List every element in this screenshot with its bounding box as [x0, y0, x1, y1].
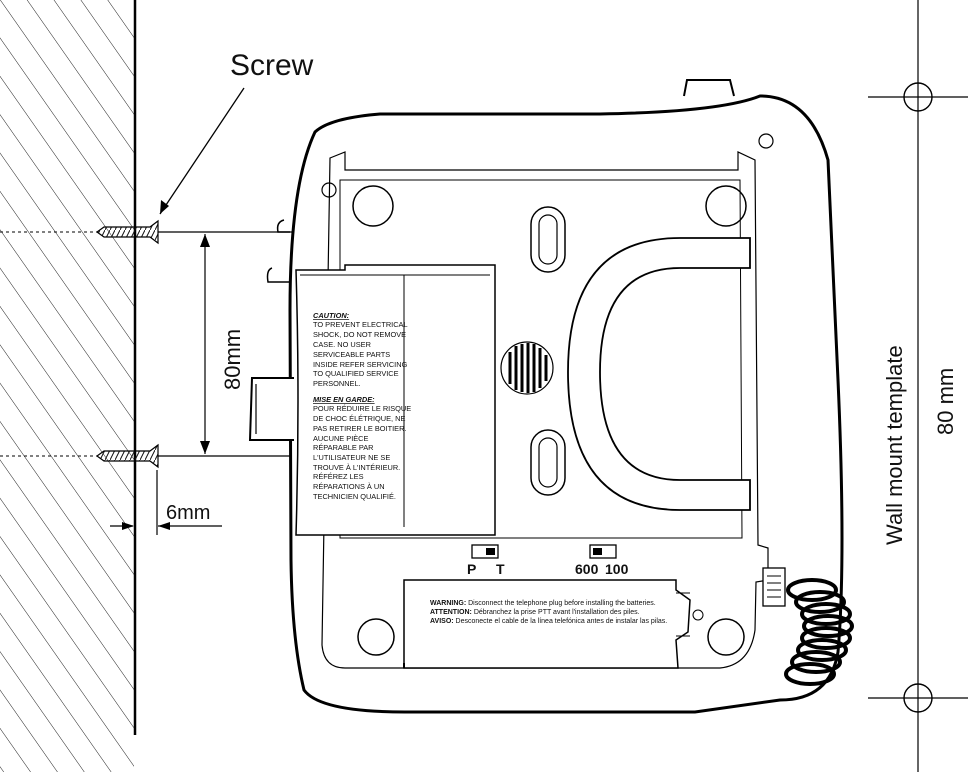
caution-line-fr: RÉPARATIONS À UN [313, 482, 385, 491]
line-cord [762, 567, 854, 686]
speaker-grille [500, 341, 554, 395]
caution-label: CAUTION: TO PREVENT ELECTRICAL SHOCK, DO… [295, 264, 496, 536]
battery-warning-es: AVISO: Desconecte el cable de la línea t… [430, 618, 667, 625]
caution-line: SERVICEABLE PARTS [313, 350, 390, 359]
template-title: Wall mount template [882, 345, 907, 545]
offset-6-label: 6mm [166, 502, 210, 524]
caution-line: TO PREVENT ELECTRICAL [313, 320, 407, 329]
spacing-dimension: 80mm [200, 234, 245, 454]
keyhole-lower [530, 429, 566, 496]
caution-line: PERSONNEL. [313, 379, 361, 388]
battery-cover: WARNING: Disconnect the telephone plug b… [403, 579, 704, 669]
caution-line-fr: RÉFÉREZ LES [313, 472, 364, 481]
caution-heading-fr: MISE EN GARDE: [313, 395, 375, 404]
caution-line-fr: AUCUNE PIÈCE [313, 434, 369, 443]
line-switch[interactable]: 600 100 [575, 544, 629, 577]
screw-callout: Screw [159, 49, 314, 215]
caution-heading: CAUTION: [313, 311, 350, 320]
telephone-base [248, 79, 844, 714]
caution-line-fr: PAS RETIRER LE BOITIER. [313, 424, 407, 433]
offset-dimension: 6mm [110, 470, 222, 535]
caution-line-fr: RÉPARABLE PAR [313, 443, 374, 452]
caution-line: CASE. NO USER [313, 340, 371, 349]
spacing-80-label: 80mm [220, 329, 245, 390]
pt-switch-label-p: P [467, 561, 476, 577]
caution-line-fr: TROUVE À L'INTÉRIEUR. [313, 463, 400, 472]
caution-line-fr: POUR RÉDUIRE LE RISQUE [313, 404, 411, 413]
caution-line-fr: DE CHOC ÉLÉTRIQUE, NE [313, 414, 405, 423]
caution-line: INSIDE REFER SERVICING [313, 360, 408, 369]
battery-warning-fr: ATTENTION: Débranchez la prise PTT avant… [430, 609, 640, 616]
caution-text: TO PREVENT ELECTRICAL SHOCK, DO NOT REMO… [313, 320, 409, 388]
caution-line: SHOCK, DO NOT REMOVE [313, 330, 406, 339]
line-switch-label-600: 600 [575, 561, 599, 577]
pt-switch-label-t: T [496, 561, 505, 577]
battery-warning-en: WARNING: Disconnect the telephone plug b… [430, 600, 656, 607]
caution-line-fr: TECHNICIEN QUALIFIÉ. [313, 492, 396, 501]
template-80-label: 80 mm [933, 368, 958, 435]
line-switch-label-100: 100 [605, 561, 629, 577]
caution-line: TO QUALIFIED SERVICE [313, 369, 399, 378]
pt-switch[interactable]: P T [467, 544, 505, 577]
keyhole-upper [530, 206, 566, 273]
wall-mount-template: Wall mount template 80 mm [868, 0, 968, 772]
caution-text-fr: POUR RÉDUIRE LE RISQUE DE CHOC ÉLÉTRIQUE… [313, 404, 413, 501]
wall [0, 0, 137, 772]
caution-line-fr: L'UTILISATEUR NE SE [313, 453, 390, 462]
screw-label: Screw [230, 49, 314, 82]
